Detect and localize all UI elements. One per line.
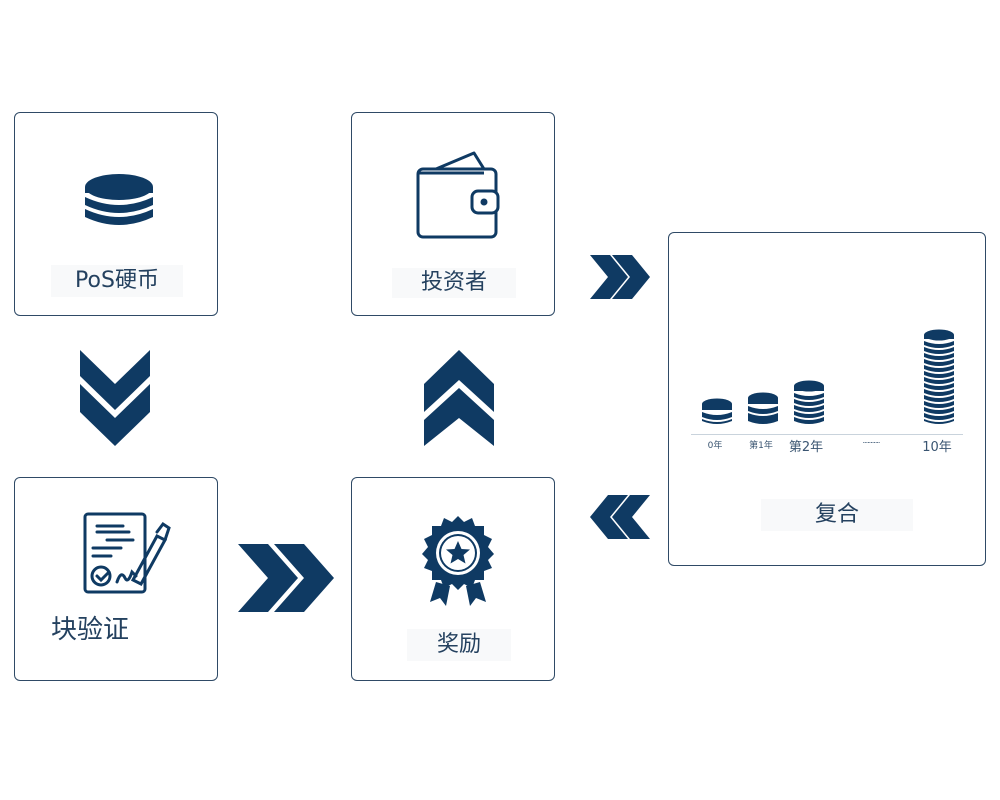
award-badge-icon	[422, 516, 494, 606]
coin-stack-icon	[85, 174, 153, 225]
chevron-right-arrow	[590, 255, 650, 299]
chevron-right-arrow	[238, 544, 334, 612]
chevron-up-arrow	[424, 350, 494, 446]
node-block-validation: 块验证	[14, 477, 218, 681]
chevron-down-arrow	[80, 350, 150, 446]
node-label: 块验证	[51, 615, 130, 645]
chart-label: ...........	[862, 436, 881, 445]
chart-label: 第2年	[788, 440, 824, 455]
node-label: 投资者	[392, 268, 516, 298]
signed-document-icon	[83, 512, 171, 594]
node-label: 奖励	[407, 629, 511, 661]
wallet-icon	[416, 151, 500, 239]
node-compound: 0年 第1年 第2年 ........... 10年 复合	[668, 232, 986, 566]
chevron-left-arrow	[590, 495, 650, 539]
chart-label: 0年	[707, 441, 723, 451]
chart-label: 第1年	[749, 441, 773, 451]
node-label: PoS硬币	[51, 265, 183, 297]
node-investor: 投资者	[351, 112, 555, 316]
chart-baseline	[691, 434, 963, 435]
node-pos-coin: PoS硬币	[14, 112, 218, 316]
growing-coin-stacks-icon	[702, 329, 954, 424]
node-reward: 奖励	[351, 477, 555, 681]
chart-label: 10年	[922, 440, 952, 455]
node-label: 复合	[761, 499, 913, 531]
